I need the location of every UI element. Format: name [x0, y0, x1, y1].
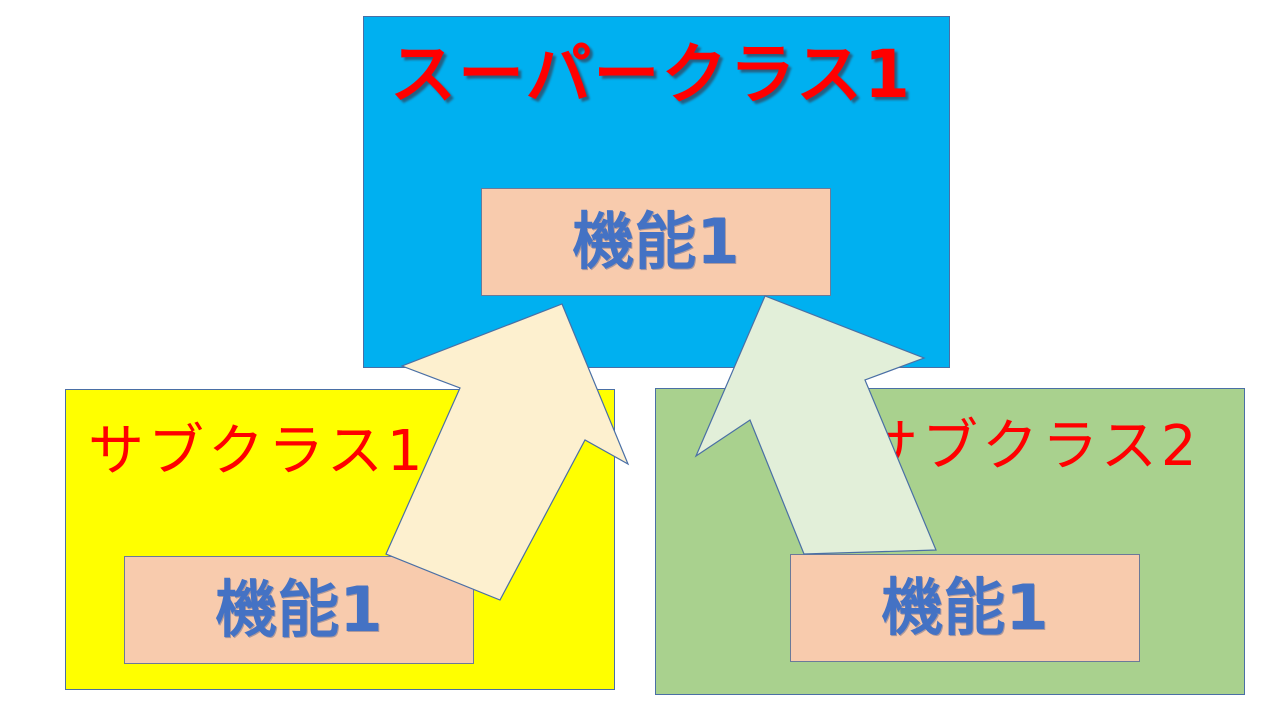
subclass-2-title: サブクラス2 [862, 414, 1201, 479]
subclass-1-feature-label: 機能1 [215, 573, 383, 646]
inheritance-arrow-2 [694, 295, 937, 555]
superclass-feature-box: 機能1 [481, 188, 831, 296]
subclass-2-feature-box: 機能1 [790, 554, 1140, 662]
subclass-2-feature-label: 機能1 [881, 571, 1049, 644]
subclass-2-box [655, 388, 1245, 695]
subclass-1-title: サブクラス1 [88, 419, 427, 484]
superclass-feature-label: 機能1 [572, 205, 740, 278]
superclass-title: スーパークラス1 [390, 36, 912, 113]
subclass-1-feature-box: 機能1 [124, 556, 474, 664]
inheritance-arrow-1 [385, 303, 630, 601]
